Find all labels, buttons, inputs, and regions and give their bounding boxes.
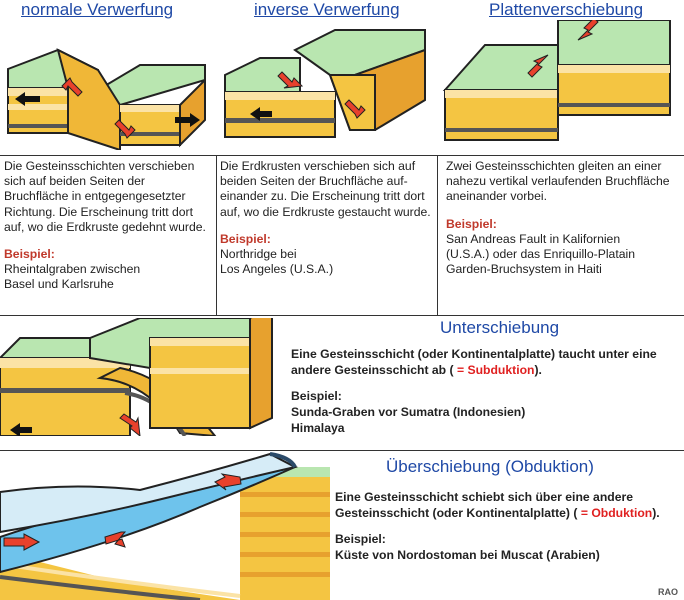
strike-slip-illustration [442, 20, 671, 141]
title-strike-slip: Plattenverschiebung [489, 0, 644, 19]
strike-slip-example-line1: San Andreas Fault in Kalifornien [446, 231, 621, 246]
subduction-text: Eine Gesteinsschicht (oder Kontinentalpl… [291, 346, 681, 436]
strike-slip-example-line3: Garden-Bruchsystem in Haiti [446, 262, 602, 277]
column-divider-1 [216, 155, 217, 315]
normal-fault-description: Die Gesteinsschichten verschieben sich a… [4, 159, 206, 234]
reverse-fault-illustration [224, 29, 426, 138]
obduction-text: Eine Gesteinsschicht schiebt sich über e… [335, 489, 681, 563]
title-normal-fault: normale Verwerfung [21, 0, 174, 19]
obduction-description: Eine Gesteinsschicht schiebt sich über e… [335, 489, 681, 521]
reverse-fault-example-line2: Los Angeles (U.S.A.) [220, 262, 334, 277]
subduction-illustration [0, 318, 273, 436]
title-subduction: Unterschiebung [440, 318, 560, 337]
table-bottom-line [0, 315, 684, 316]
subduction-example-line1: Sunda-Graben vor Sumatra (Indonesien) [291, 405, 526, 419]
obduction-illustration [0, 452, 330, 600]
subduction-highlight: = Subduktion [456, 363, 535, 377]
normal-fault-example-line2: Basel und Karlsruhe [4, 277, 114, 292]
strike-slip-example-line2: (U.S.A.) oder das Enriquillo-Platain [446, 247, 635, 262]
subduction-example-line2: Himalaya [291, 421, 345, 435]
credit-label: RAO [658, 587, 678, 597]
reverse-fault-description: Die Erdkrusten verschieben sich auf beid… [220, 159, 431, 219]
obduction-example-line1: Küste von Nordostoman bei Muscat (Arabie… [335, 548, 600, 562]
obduction-desc-part2: ). [652, 506, 660, 520]
normal-fault-example-label: Beispiel: [4, 247, 55, 262]
subduction-desc-part2: ). [534, 363, 542, 377]
normal-fault-example-line1: Rheintalgraben zwischen [4, 262, 141, 277]
table-top-line [0, 155, 684, 156]
obduction-desc-part1: Eine Gesteinsschicht schiebt sich über e… [335, 490, 634, 520]
subduction-example-label: Beispiel: [291, 389, 342, 403]
strike-slip-example-label: Beispiel: [446, 216, 497, 231]
subduction-description: Eine Gesteinsschicht (oder Kontinentalpl… [291, 346, 681, 378]
subduction-desc-part1: Eine Gesteinsschicht (oder Kontinentalpl… [291, 347, 657, 377]
normal-fault-text: Die Gesteinsschichten verschieben sich a… [4, 159, 212, 293]
strike-slip-description: Zwei Gesteinsschichten gleiten an einer … [446, 159, 670, 204]
strike-slip-text: Zwei Gesteinsschichten gleiten an einer … [446, 159, 680, 277]
obduction-example-label: Beispiel: [335, 532, 386, 546]
title-reverse-fault: inverse Verwerfung [254, 0, 400, 19]
reverse-fault-text: Die Erdkrusten verschieben sich auf beid… [220, 159, 434, 277]
subduction-bottom-line [0, 450, 684, 451]
column-divider-2 [437, 155, 438, 315]
reverse-fault-example-line1: Northridge bei [220, 247, 297, 262]
normal-fault-illustration [7, 48, 206, 150]
reverse-fault-example-label: Beispiel: [220, 231, 271, 246]
title-obduction: Überschiebung (Obduktion) [386, 457, 594, 476]
obduction-highlight: = Obduktion [580, 506, 653, 520]
